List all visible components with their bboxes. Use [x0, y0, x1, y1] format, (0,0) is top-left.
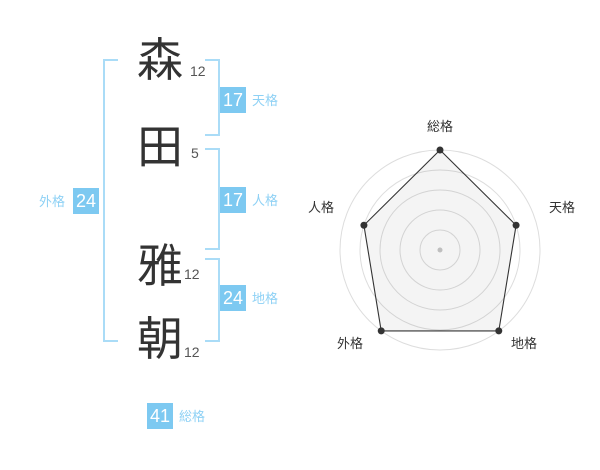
axis-label-soukaku: 総格 — [427, 119, 453, 134]
gaikaku-bracket — [103, 59, 118, 342]
name-char-3: 雅 — [137, 240, 183, 292]
radar-polygon — [363, 149, 517, 332]
axis-label-chikaku: 地格 — [511, 336, 537, 351]
axis-label-tenkaku: 天格 — [549, 200, 575, 215]
tenkaku-bracket — [205, 59, 220, 136]
soukaku-label: 総格 — [179, 409, 206, 424]
radar-chart: 総格 天格 地格 外格 人格 — [308, 119, 575, 351]
tenkaku-label: 天格 — [252, 93, 279, 108]
tenkaku-value-badge: 17 — [220, 87, 246, 113]
chikaku-bracket — [205, 258, 220, 342]
jinkaku-label: 人格 — [252, 193, 279, 208]
stroke-count-4: 12 — [184, 344, 200, 360]
radar-dots — [360, 146, 520, 335]
stroke-count-2: 5 — [191, 145, 199, 161]
name-char-4: 朝 — [137, 313, 183, 365]
stroke-count-1: 12 — [190, 63, 206, 79]
chikaku-value-badge: 24 — [220, 285, 246, 311]
gaikaku-value-badge: 24 — [73, 188, 99, 214]
stroke-count-3: 12 — [184, 266, 200, 282]
name-char-1: 森 — [137, 34, 183, 86]
soukaku-value-badge: 41 — [147, 403, 173, 429]
axis-label-jinkaku: 人格 — [308, 200, 334, 215]
name-char-2: 田 — [137, 121, 183, 173]
jinkaku-value-badge: 17 — [220, 187, 246, 213]
chikaku-label: 地格 — [252, 291, 279, 306]
axis-label-gaikaku: 外格 — [337, 336, 363, 351]
gaikaku-label: 外格 — [39, 194, 66, 209]
jinkaku-bracket — [205, 148, 220, 250]
